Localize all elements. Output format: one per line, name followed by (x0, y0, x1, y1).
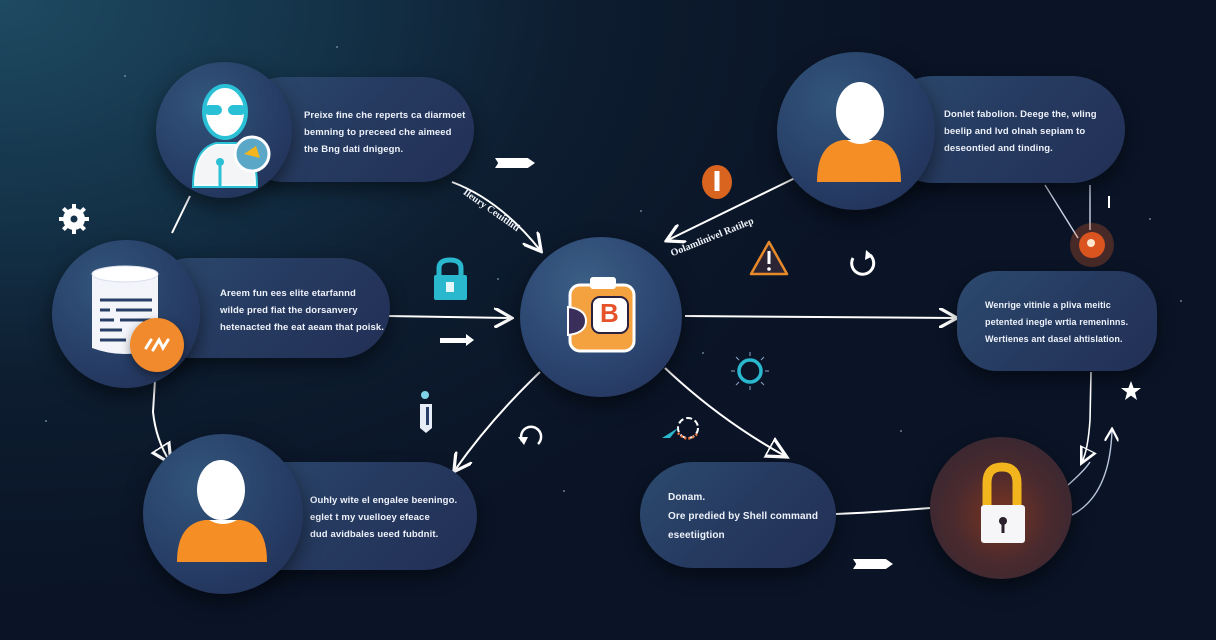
user-avatar-icon (177, 460, 267, 562)
star-dot (497, 278, 499, 280)
node-analyst-text: Preixe fine che reperts ca diarmoet bemn… (304, 110, 466, 155)
star-dot (702, 352, 704, 354)
node-analyst-avatar[interactable] (156, 62, 292, 198)
node-user-top-avatar[interactable] (777, 52, 935, 210)
db-app-logo-icon (567, 277, 636, 353)
star-dot (563, 490, 565, 492)
hub-node[interactable]: B (520, 237, 682, 397)
star-dot (1180, 300, 1182, 302)
node-user-top-text: Donlet fabolion. Deege the, wling beelip… (944, 109, 1097, 154)
node-warning-card[interactable]: Wenrige vitinle a pliva meitic petented … (957, 271, 1157, 371)
user-avatar-icon (817, 82, 901, 182)
node-database-avatar[interactable] (52, 240, 200, 388)
node-database-text: Areem fun ees elite etarfannd wilde pred… (220, 288, 384, 333)
padlock-icon (981, 462, 1025, 543)
person-glasses-icon (191, 84, 271, 188)
star-dot (640, 210, 642, 212)
arrow-right-icon (440, 338, 468, 343)
arrow-tag-top (495, 158, 535, 168)
node-lock[interactable] (930, 437, 1072, 579)
star-dot (1149, 218, 1151, 220)
activity-pulse-icon (130, 318, 184, 372)
arrow-right-head (466, 334, 474, 346)
node-user-bottom-text: Ouhly wite el engalee beeningo. eglet t … (310, 495, 458, 540)
node-user-bottom-avatar[interactable] (143, 434, 303, 594)
star-dot (45, 420, 47, 422)
node-shell-card[interactable]: Donam. Ore predied by Shell command esee… (640, 462, 836, 568)
star-dot (336, 46, 338, 48)
hub-logo-letter: B (600, 298, 619, 328)
arrow-tag-bottom (853, 559, 893, 569)
star-dot (124, 75, 126, 77)
node-shell-text: Donam. Ore predied by Shell command esee… (668, 492, 819, 541)
node-warning-text: Wenrige vitinle a pliva meitic petented … (985, 300, 1129, 344)
star-dot (900, 430, 902, 432)
